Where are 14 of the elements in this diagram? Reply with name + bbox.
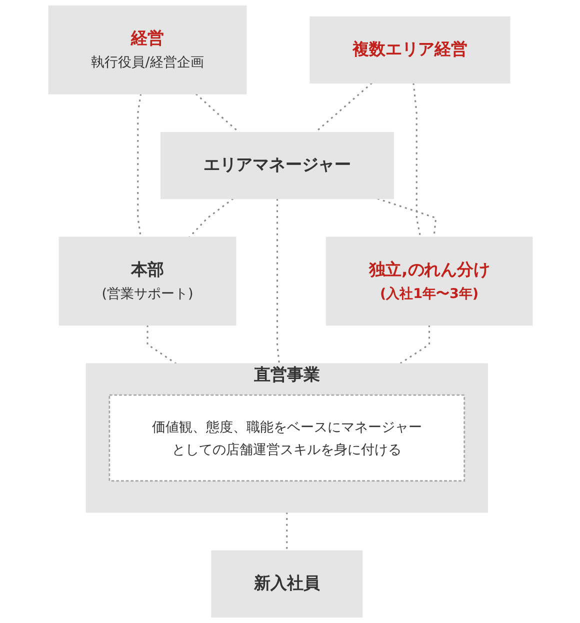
connector xyxy=(286,512,288,551)
node-box: 本部 (営業サポート) xyxy=(58,236,236,326)
node-box: 価値観、態度、職能をベースにマネージャーとしての店舗運営スキルを身に付ける xyxy=(108,394,465,482)
node-box: エリアマネージャー xyxy=(160,132,394,200)
connector xyxy=(276,198,280,364)
connector xyxy=(188,198,234,238)
connector xyxy=(136,94,142,238)
node-box: 新入社員 xyxy=(210,550,362,618)
node-box: 独立,のれん分け (入社1年〜3年) xyxy=(325,236,532,326)
connector xyxy=(398,325,430,364)
connector xyxy=(194,93,240,134)
node-box: 経営 執行役員/経営企画 xyxy=(48,5,246,94)
connector xyxy=(146,325,176,364)
connector xyxy=(412,82,421,238)
